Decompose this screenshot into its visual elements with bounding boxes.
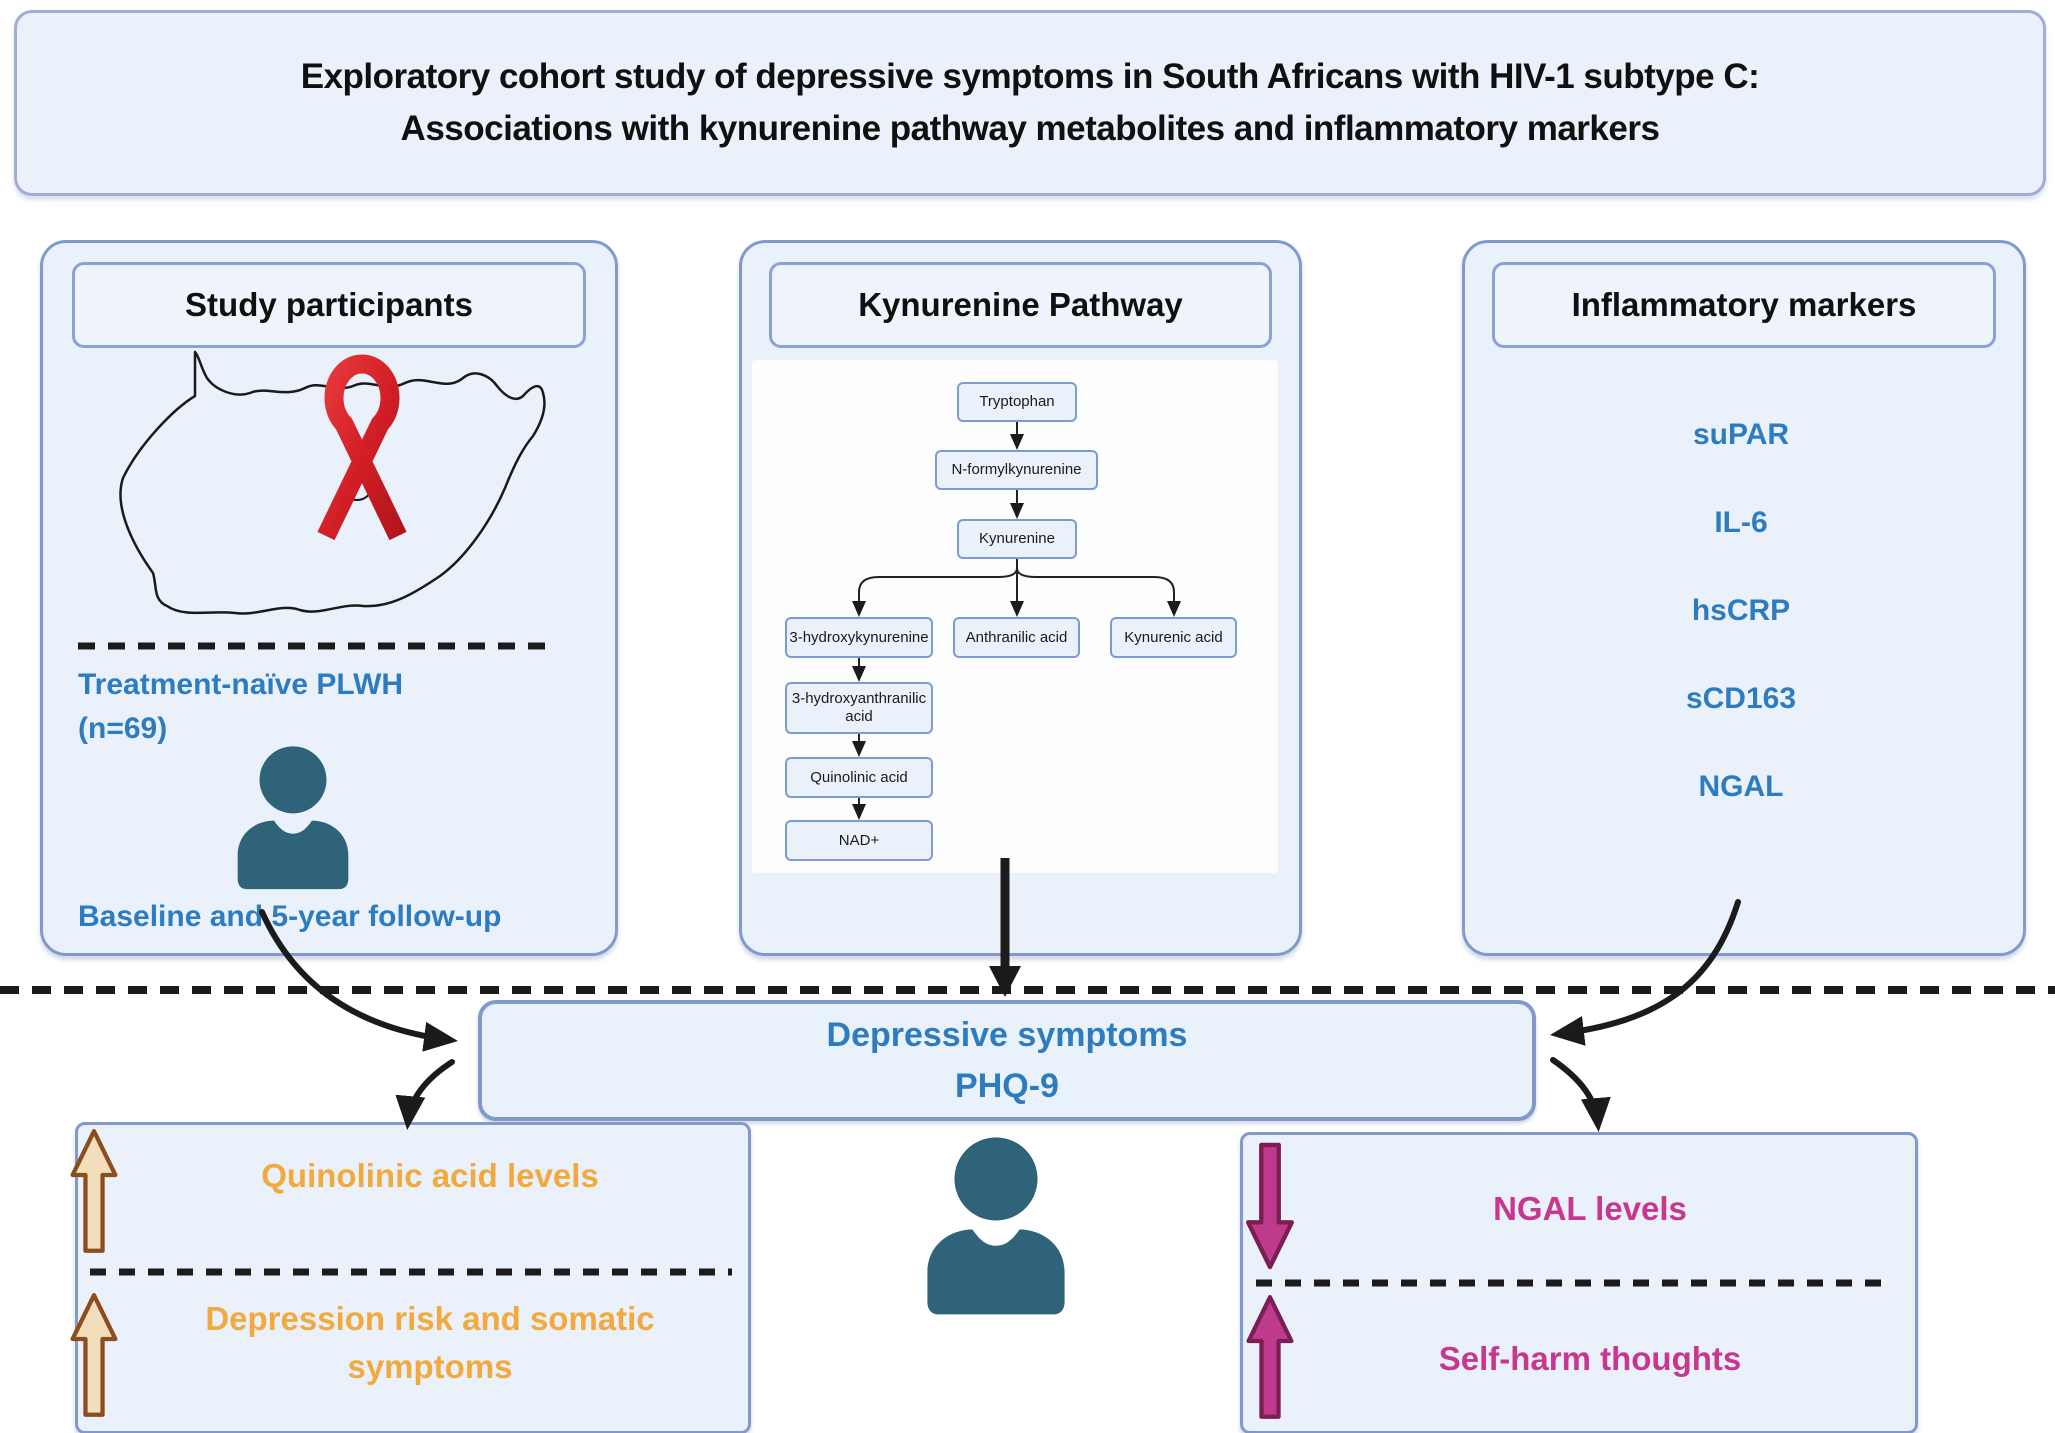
- participants-note-2: (n=69): [78, 712, 168, 745]
- flow-node-tryptophan: Tryptophan: [957, 382, 1077, 422]
- flow-node-quinolinic-acid: Quinolinic acid: [785, 757, 933, 798]
- marker-item-ngal: NGAL: [1698, 770, 1784, 803]
- flow-node-3-hydroxyanthranilic-acid: 3-hydroxyanthranilic acid: [785, 682, 933, 734]
- marker-item-scd163: sCD163: [1685, 682, 1797, 715]
- outcome-to-ngal-arrow: [1550, 1057, 1611, 1132]
- up-arrow-icon: [70, 1293, 118, 1417]
- flow-node-n-formylkynurenine: N-formylkynurenine: [935, 450, 1098, 490]
- flow-node-nad: NAD+: [785, 820, 933, 861]
- flow-node-3-hydroxykynurenine: 3-hydroxykynurenine: [785, 617, 933, 658]
- outcome-line-2: PHQ-9: [955, 1066, 1059, 1105]
- panel-inflammatory-markers: [1462, 240, 2026, 956]
- ngal-findings-box: [1240, 1132, 1918, 1433]
- finding-depression-risk: Depression risk and somatic symptoms: [205, 1300, 655, 1385]
- red-ribbon-icon: [317, 354, 407, 540]
- participants-note-3: Baseline and 5-year follow-up: [78, 900, 502, 933]
- participants-note-1: Treatment-naïve PLWH: [78, 668, 404, 701]
- down-arrow-icon: [1246, 1142, 1294, 1270]
- outcome-line-1: Depressive symptoms: [826, 1015, 1188, 1054]
- up-arrow-icon: [70, 1129, 118, 1253]
- marker-item-hscrp: hsCRP: [1691, 594, 1791, 627]
- title-line-1: Exploratory cohort study of depressive s…: [300, 56, 1760, 96]
- title-box: Exploratory cohort study of depressive s…: [14, 10, 2046, 196]
- up-arrow-icon: [1246, 1295, 1294, 1419]
- title-line-2: Associations with kynurenine pathway met…: [400, 109, 1660, 148]
- person-icon: [927, 1137, 1065, 1315]
- flow-node-kynurenic-acid: Kynurenic acid: [1110, 617, 1237, 658]
- depressive-symptoms-box: Depressive symptoms PHQ-9: [478, 1000, 1536, 1121]
- finding-quinolinic-acid-levels: Quinolinic acid levels: [261, 1157, 599, 1194]
- panel-study-participants-header: Study participants: [72, 262, 586, 348]
- panel-inflammatory-markers-title: Inflammatory markers: [1571, 286, 1917, 323]
- marker-item-supar: suPAR: [1692, 418, 1790, 451]
- panel-study-participants-title: Study participants: [185, 286, 473, 323]
- outcome-to-quinolinic-arrow: [395, 1059, 455, 1130]
- flow-node-kynurenine: Kynurenine: [957, 519, 1077, 559]
- panel-kynurenine-pathway-header: Kynurenine Pathway: [769, 262, 1272, 348]
- panel-kynurenine-pathway-title: Kynurenine Pathway: [858, 286, 1183, 323]
- flow-node-anthranilic-acid: Anthranilic acid: [953, 617, 1080, 658]
- marker-item-il6: IL-6: [1714, 506, 1768, 539]
- person-icon: [237, 746, 349, 890]
- finding-self-harm-thoughts: Self-harm thoughts: [1438, 1340, 1742, 1377]
- panel-inflammatory-markers-header: Inflammatory markers: [1492, 262, 1996, 348]
- finding-ngal-levels: NGAL levels: [1493, 1190, 1687, 1227]
